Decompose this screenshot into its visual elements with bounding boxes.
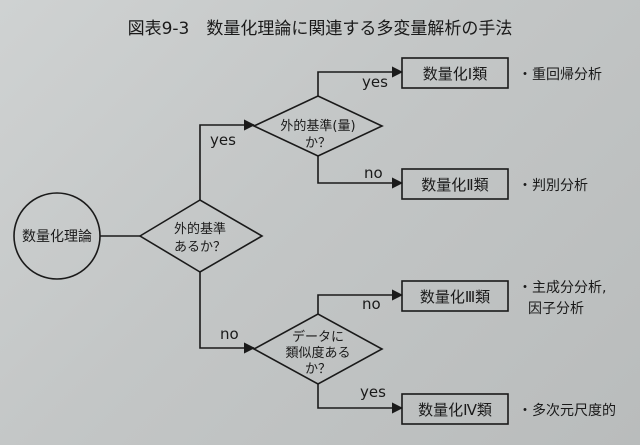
decision-quant-line2: か？	[305, 136, 331, 151]
box-type4: 数量化Ⅳ類	[401, 393, 509, 425]
type3-label: 数量化Ⅲ類	[420, 288, 490, 306]
decision-similarity-line3: か？	[305, 362, 331, 377]
figure-title: 図表9-3 数量化理論に関連する多変量解析の手法	[128, 19, 513, 39]
edge-quant-yes-to-type1	[317, 66, 404, 96]
decision-quant-line1: 外的基準(量)	[280, 118, 355, 134]
method-type1: ・重回帰分析	[518, 66, 602, 83]
edge-sim-yes-to-type4	[317, 384, 404, 414]
decision-external: 外的基準 あるか？	[138, 199, 264, 273]
type4-box	[401, 393, 509, 425]
method-type2: ・判別分析	[518, 178, 588, 194]
box-type2: 数量化Ⅱ類	[401, 168, 509, 200]
method-type3-line2: 因子分析	[528, 301, 584, 317]
decision-similarity-line1: データに	[292, 329, 344, 345]
type1-label: 数量化Ⅰ類	[423, 65, 487, 83]
label-no-quant: no	[364, 164, 383, 182]
label-no-external: no	[220, 325, 239, 343]
type2-label: 数量化Ⅱ類	[421, 176, 488, 194]
decision-external-line1: 外的基準	[174, 221, 226, 237]
box-type3: 数量化Ⅲ類	[401, 280, 509, 312]
connectors	[100, 66, 404, 414]
decision-similarity: データに 類似度ある か？	[252, 313, 384, 385]
type1-box	[401, 57, 509, 89]
method-type3-line1: ・主成分分析,	[518, 280, 606, 296]
decision-external-diamond	[138, 199, 264, 273]
decision-similarity-diamond	[252, 313, 384, 385]
decision-quant-diamond	[252, 95, 384, 157]
edge-quant-no-to-type2	[317, 156, 404, 189]
start-circle	[13, 192, 101, 280]
box-type1: 数量化Ⅰ類	[401, 57, 509, 89]
decision-quant: 外的基準(量) か？	[252, 95, 384, 157]
type3-box	[401, 280, 509, 312]
edge-yes-to-quant	[199, 119, 256, 200]
start-label: 数量化理論	[22, 229, 92, 245]
edge-sim-no-to-type3	[317, 289, 404, 314]
label-yes-external: yes	[210, 131, 236, 149]
method-type4: ・多次元尺度的	[518, 402, 616, 419]
decision-external-line2: あるか？	[174, 240, 226, 255]
decision-similarity-line2: 類似度ある	[285, 345, 350, 361]
node-start: 数量化理論	[13, 192, 101, 280]
edge-no-to-similarity	[199, 272, 256, 354]
label-yes-similarity: yes	[360, 383, 386, 401]
label-yes-quant: yes	[362, 73, 388, 91]
type4-label: 数量化Ⅳ類	[418, 401, 492, 419]
label-no-similarity: no	[362, 295, 381, 313]
type2-box	[401, 168, 509, 200]
